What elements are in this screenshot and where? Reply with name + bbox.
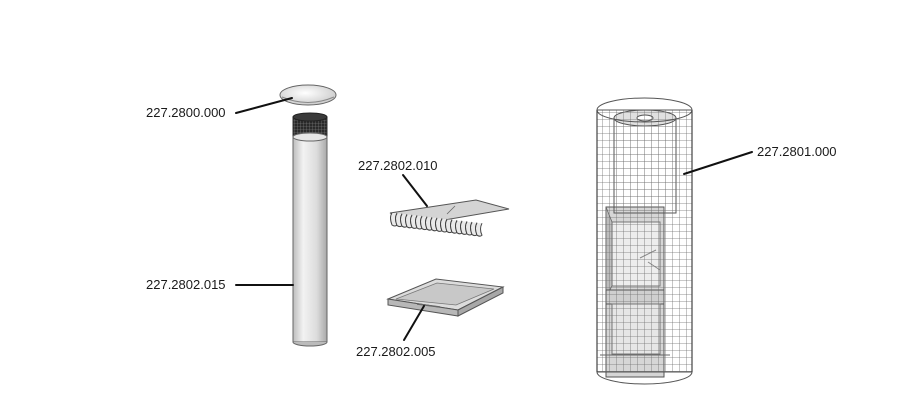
- cage-leader: [683, 151, 753, 175]
- tray-leader: [403, 305, 425, 341]
- tray-part-number: 227.2802.005: [356, 344, 436, 359]
- tray-part: [386, 278, 505, 317]
- grate-tooth: [475, 222, 483, 237]
- cap-part: [279, 84, 337, 106]
- cage-part: [596, 97, 693, 385]
- grate-part: [389, 199, 510, 237]
- cap-leader: [235, 97, 293, 114]
- pipe-part: [292, 112, 328, 347]
- grate-part-number: 227.2802.010: [358, 158, 438, 173]
- cage-part-number: 227.2801.000: [757, 144, 837, 159]
- grate-leader: [402, 174, 428, 207]
- cap-part-number: 227.2800.000: [146, 105, 226, 120]
- pipe-part-number: 227.2802.015: [146, 277, 226, 292]
